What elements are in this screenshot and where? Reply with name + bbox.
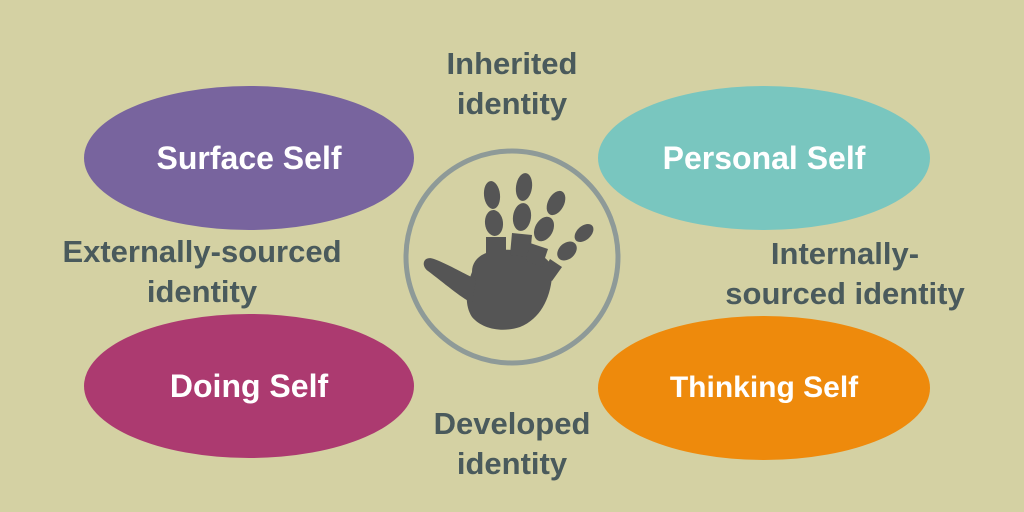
- handprint-icon: [403, 148, 621, 366]
- externally-sourced-line-2: identity: [146, 274, 258, 309]
- internally-sourced-identity-label: Internally- sourced identity: [700, 234, 990, 314]
- hand-shape: [423, 173, 594, 330]
- externally-sourced-identity-label: Externally-sourced identity: [32, 232, 372, 312]
- doing-self-label: Doing Self: [169, 367, 329, 404]
- externally-sourced-line-1: Externally-sourced: [62, 234, 342, 269]
- developed-identity-line-2: identity: [456, 446, 568, 481]
- internally-sourced-line-1: Internally-: [770, 236, 920, 271]
- personal-self-ellipse: Personal Self: [598, 86, 930, 230]
- thinking-self-label: Thinking Self: [669, 371, 859, 404]
- developed-identity-label: Developed identity: [412, 404, 612, 484]
- inherited-identity-label: Inherited identity: [412, 44, 612, 124]
- surface-self-ellipse: Surface Self: [84, 86, 414, 230]
- internally-sourced-line-2: sourced identity: [725, 276, 965, 311]
- inherited-identity-line-1: Inherited: [446, 46, 578, 81]
- personal-self-label: Personal Self: [662, 139, 866, 176]
- center-ring: [403, 148, 621, 366]
- doing-self-ellipse: Doing Self: [84, 314, 414, 458]
- thinking-self-ellipse: Thinking Self: [598, 316, 930, 460]
- inherited-identity-line-2: identity: [456, 86, 568, 121]
- surface-self-label: Surface Self: [156, 139, 342, 176]
- developed-identity-line-1: Developed: [433, 406, 591, 441]
